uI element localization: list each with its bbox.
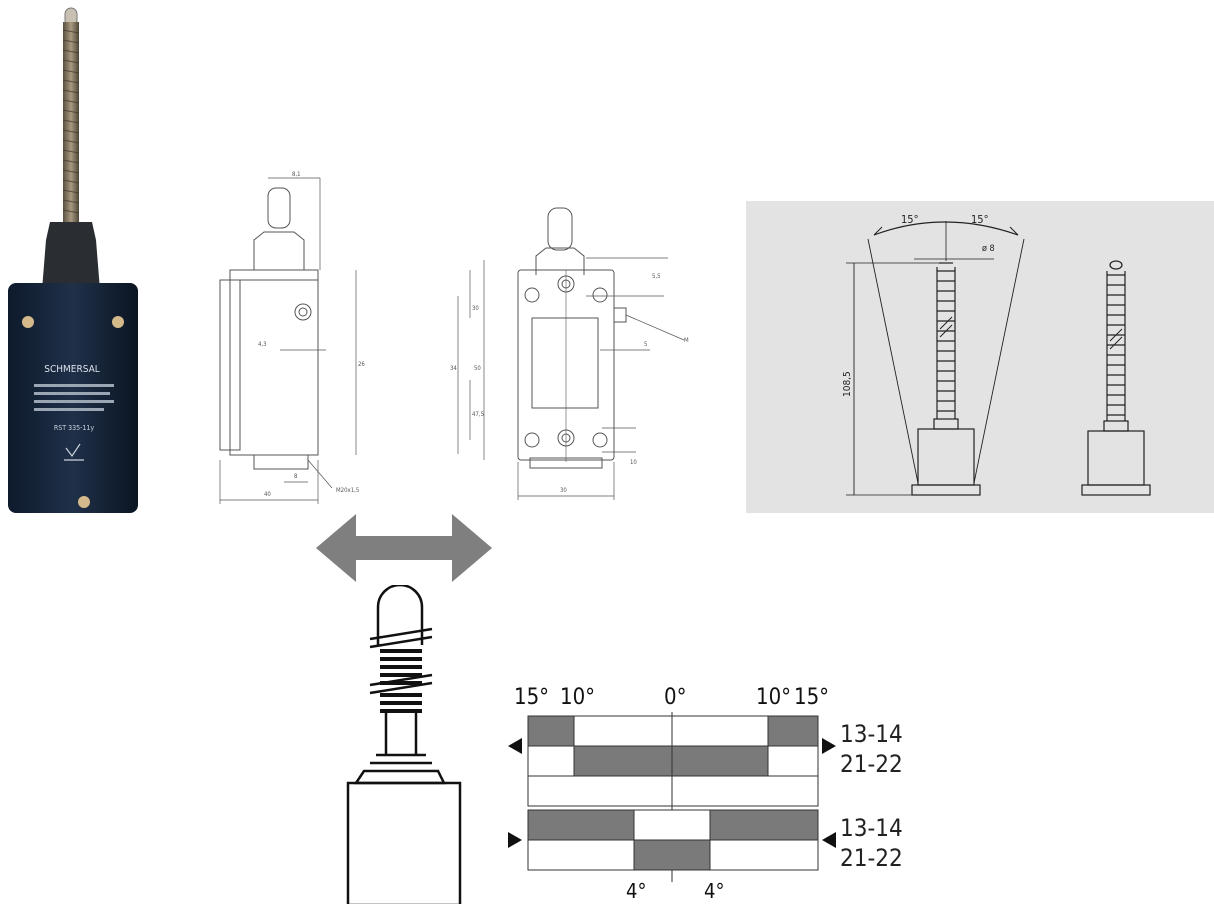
dim-label: 8,1 [292,171,301,178]
brand-label: SCHMERSAL [44,364,100,375]
side-view-drawing: M 30 34 50 47,5 5,5 5 10 30 [450,207,689,500]
dim-label: 5 [644,341,647,348]
arrow-left-icon [822,832,836,848]
dim-label: 34 [450,365,457,372]
dim-label: 4,3 [258,341,267,348]
spring-coil-right [1081,260,1151,496]
angle-label-left: 15° [901,213,919,226]
angle-label: 4° [704,879,724,903]
model-label: RST 335-11y [54,424,95,432]
dim-label: M20x1,5 [336,487,359,494]
angle-label: 0° [664,685,686,710]
dim-label: 10 [630,459,637,466]
angle-label: 10° [756,685,791,710]
spring-actuator-drawing [346,585,462,904]
bottom-contact-block [527,809,819,871]
diameter-label: ø 8 [982,244,995,254]
actuator-head [42,222,100,290]
arrow-right-icon [508,832,522,848]
contact-label: 21-22 [840,750,903,778]
angle-label: 15° [514,685,549,710]
coil-icon [380,649,422,685]
contact-label: 13-14 [840,814,903,842]
switch-housing [8,283,138,513]
screw-icon [22,316,34,328]
top-contact-block [527,715,819,807]
dim-label: 47,5 [472,411,484,418]
contact-symbol-icon [64,443,84,461]
spring-dimension-drawing: 15° 15° ø 8 108,5 [842,213,1151,496]
height-label: 108,5 [842,371,853,397]
dim-label: 40 [264,491,271,498]
dim-label: 26 [358,361,365,368]
arrow-right-icon [822,738,836,754]
product-photo: SCHMERSAL RST 335-11y [8,7,138,513]
contact-label: 13-14 [840,720,903,748]
angle-label-right: 15° [971,213,989,226]
spring-dimension-panel [746,201,1214,513]
angle-label: 10° [560,685,595,710]
spring-coil-left [911,262,981,496]
angle-label: 4° [626,879,646,903]
dim-label: 50 [474,365,481,372]
arrow-left-icon [508,738,522,754]
dim-label: 30 [560,487,567,494]
dim-label: 30 [472,305,479,312]
angle-label: 15° [794,685,829,710]
double-arrow-icon [316,514,492,582]
dim-label: 8 [294,473,298,480]
front-view-drawing: 8,1 4,3 26 8 40 M20x1,5 [219,171,365,504]
screw-icon [78,496,90,508]
contact-label: 21-22 [840,844,903,872]
dim-label: 5,5 [652,273,661,280]
screw-icon [112,316,124,328]
contact-timing-diagram: 15° 10° 0° 10° 15° 13-14 21-22 13-14 21-… [508,685,903,903]
dim-label: M [684,337,689,344]
